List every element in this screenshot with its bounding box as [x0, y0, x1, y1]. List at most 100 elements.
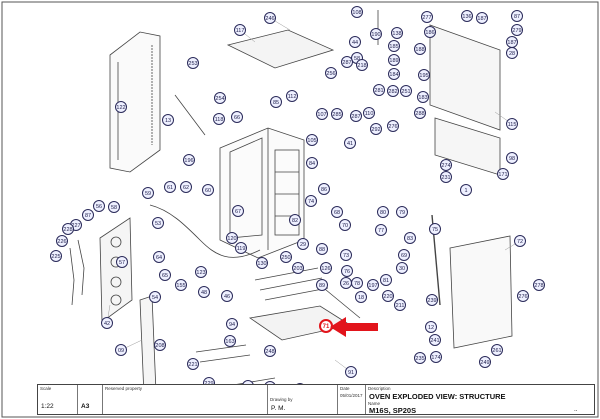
side-door-panel: [449, 235, 513, 349]
scale-cell: Scale 1:22: [38, 385, 78, 414]
callout-65: 65: [159, 269, 171, 281]
callout-282: 282: [387, 85, 399, 97]
date-value: 05/01/2017: [340, 393, 363, 398]
date-cell: Date 05/01/2017: [338, 385, 366, 414]
callout-112: 112: [286, 90, 298, 102]
callout-82: 82: [289, 214, 301, 226]
callout-130: 130: [256, 257, 268, 269]
callout-228: 228: [62, 223, 74, 235]
callout-185: 185: [388, 40, 400, 52]
callout-163: 163: [224, 335, 236, 347]
callout-84: 84: [306, 157, 318, 169]
callout-41: 41: [344, 137, 356, 149]
callout-68: 68: [331, 206, 343, 218]
date-label: Date: [340, 386, 350, 391]
callout-56: 56: [93, 200, 105, 212]
format-value: A3: [81, 403, 90, 410]
callout-241: 241: [429, 334, 441, 346]
callout-197: 197: [367, 279, 379, 291]
callout-88: 88: [316, 243, 328, 255]
callout-274: 274: [440, 159, 452, 171]
callout-183: 183: [417, 91, 429, 103]
callout-12: 12: [425, 321, 437, 333]
callout-69: 69: [398, 249, 410, 261]
callout-119: 119: [235, 242, 247, 254]
callout-64: 64: [153, 251, 165, 263]
callout-117: 117: [234, 24, 246, 36]
callout-54: 54: [149, 291, 161, 303]
callout-235: 235: [414, 352, 426, 364]
callout-18: 18: [355, 291, 367, 303]
callout-53: 53: [152, 217, 164, 229]
callout-239: 239: [426, 294, 438, 306]
callout-138: 138: [391, 27, 403, 39]
callout-30: 30: [396, 262, 408, 274]
callout-155: 155: [175, 279, 187, 291]
format-cell: A3: [78, 385, 103, 414]
callout-105: 105: [306, 134, 318, 146]
callout-83: 83: [404, 232, 416, 244]
callout-107: 107: [316, 108, 328, 120]
callout-108: 108: [351, 6, 363, 18]
callout-76: 76: [341, 265, 353, 277]
callout-251: 251: [400, 85, 412, 97]
callout-57: 57: [116, 256, 128, 268]
callout-249: 249: [479, 356, 491, 368]
callout-174: 174: [430, 351, 442, 363]
drawing-value: P. M.: [271, 405, 286, 412]
callout-122: 122: [115, 101, 127, 113]
callout-85: 85: [270, 96, 282, 108]
callout-77: 77: [375, 224, 387, 236]
callout-250: 250: [280, 251, 292, 263]
callout-231: 231: [440, 171, 452, 183]
callout-48: 48: [198, 286, 210, 298]
callout-186: 186: [424, 26, 436, 38]
callout-59: 59: [142, 187, 154, 199]
callout-221: 221: [187, 358, 199, 370]
callout-87: 87: [82, 209, 94, 221]
name-value: M16S, SP20S: [369, 406, 417, 415]
callout-136: 136: [461, 10, 473, 22]
callout-253: 253: [187, 57, 199, 69]
callout-287: 287: [350, 110, 362, 122]
callout-91: 91: [345, 366, 357, 378]
callout-46: 46: [221, 290, 233, 302]
callout-118: 118: [213, 113, 225, 125]
description-value: OVEN EXPLODED VIEW: STRUCTURE: [369, 392, 506, 401]
reserved-label: Reserved property: [105, 386, 143, 391]
callout-171: 171: [497, 168, 509, 180]
callout-81: 81: [380, 274, 392, 286]
callout-29: 29: [297, 238, 309, 250]
callout-80: 80: [377, 206, 389, 218]
callout-218: 218: [356, 59, 368, 71]
description-label: Description: [368, 386, 391, 391]
callout-277: 277: [421, 11, 433, 23]
callout-58: 58: [108, 201, 120, 213]
callout-208: 208: [154, 339, 166, 351]
callout-42: 42: [101, 317, 113, 329]
callout-44: 44: [349, 36, 361, 48]
callout-61: 61: [164, 181, 176, 193]
callout-78: 78: [351, 277, 363, 289]
top-plate: [226, 29, 335, 69]
callout-225: 225: [50, 250, 62, 262]
scale-value: 1:22: [41, 403, 54, 410]
callout-279: 279: [511, 24, 523, 36]
callout-60: 60: [202, 184, 214, 196]
perforated-panel: [429, 24, 501, 131]
callout-89: 89: [316, 279, 328, 291]
callout-195: 195: [418, 69, 430, 81]
callout-261: 261: [491, 344, 503, 356]
highlight-arrow: [330, 317, 378, 337]
callout-281: 281: [373, 84, 385, 96]
callout-292: 292: [370, 123, 382, 135]
callout-246: 246: [264, 12, 276, 24]
callout-1: 1: [460, 184, 472, 196]
reserved-cell: Reserved property: [103, 385, 268, 414]
callout-278: 278: [533, 279, 545, 291]
rear-panel: [109, 31, 161, 173]
callout-123: 123: [195, 266, 207, 278]
callout-67: 67: [232, 205, 244, 217]
